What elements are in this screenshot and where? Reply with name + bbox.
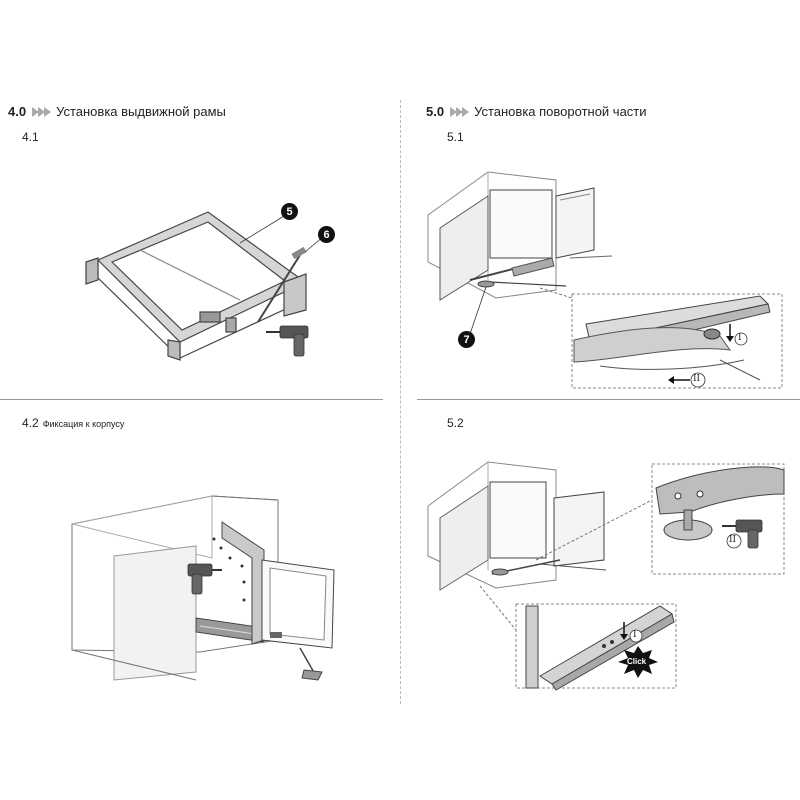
callout-7: 7 — [458, 331, 475, 348]
click-burst-icon — [618, 646, 658, 678]
marker-i-5-1: I — [738, 333, 742, 343]
step-4-2-caption: Фиксация к корпусу — [42, 419, 125, 429]
callout-6: 6 — [318, 226, 335, 243]
divider-vertical — [400, 100, 401, 704]
arrow-left-icon — [668, 376, 690, 384]
step-4-1-label: 4.1 — [22, 130, 39, 144]
divider-left — [0, 399, 383, 400]
double-arrow-icon — [450, 106, 470, 117]
screw-icon — [212, 537, 246, 602]
drill-icon — [187, 563, 222, 595]
step-5-1-label: 5.1 — [447, 130, 464, 144]
section-5-header: 5.0 Установка поворотной части — [426, 104, 647, 119]
divider-right — [417, 399, 800, 400]
marker-i-5-2: I — [633, 630, 637, 640]
section-4-number: 4.0 — [8, 104, 27, 119]
arrow-down-icon — [726, 324, 734, 342]
section-5-number: 5.0 — [426, 104, 445, 119]
section-5-title: Установка поворотной части — [474, 104, 647, 119]
step-5-2-label: 5.2 — [447, 416, 464, 430]
marker-ii-5-1: II — [693, 374, 701, 384]
step-4-2-label: 4.2 — [22, 416, 39, 430]
click-label: Click — [627, 657, 647, 666]
callout-5: 5 — [281, 203, 298, 220]
double-arrow-icon — [32, 106, 52, 117]
drill-icon — [722, 519, 763, 549]
section-4-title: Установка выдвижной рамы — [56, 104, 226, 119]
drill-icon — [266, 325, 309, 357]
arrow-down-icon — [620, 622, 628, 640]
marker-ii-5-2: II — [729, 535, 737, 545]
section-4-header: 4.0 Установка выдвижной рамы — [8, 104, 226, 119]
